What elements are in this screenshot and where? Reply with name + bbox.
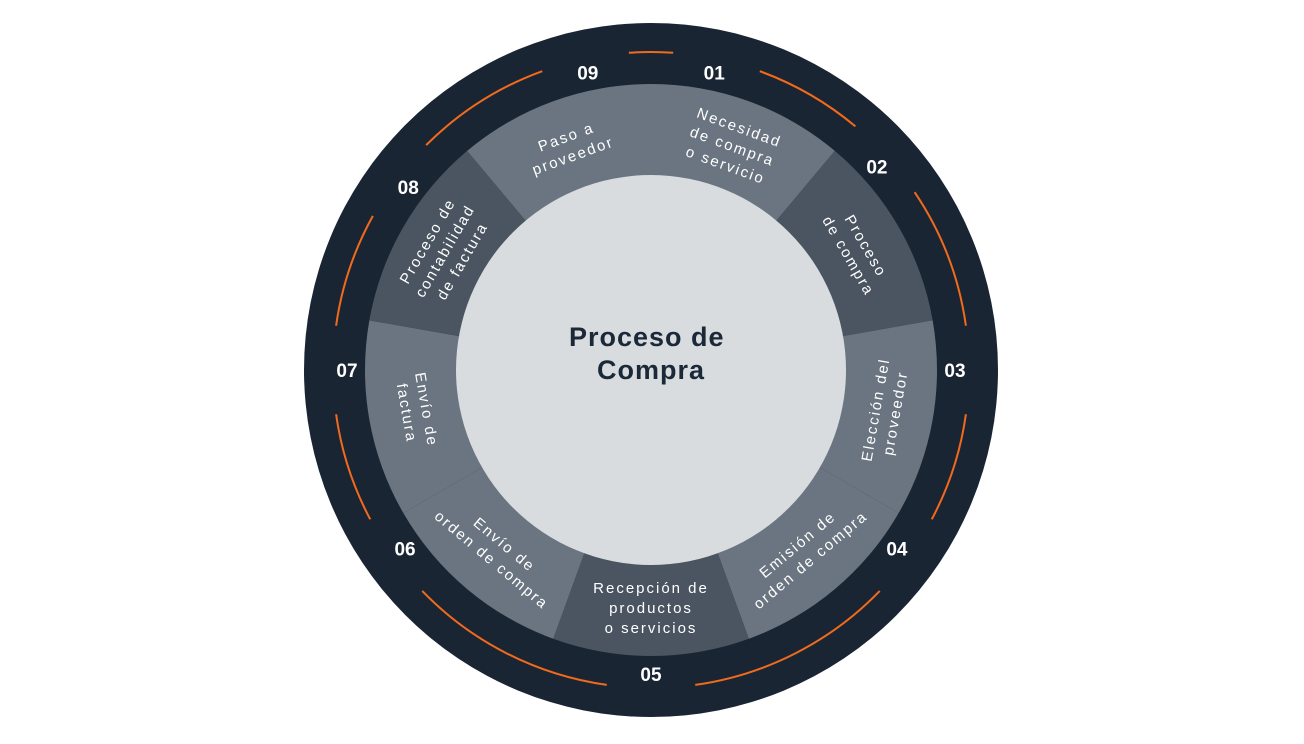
segment-label-line: productos bbox=[609, 600, 693, 617]
segment-09 bbox=[467, 84, 651, 225]
segment-02 bbox=[773, 150, 933, 338]
orange-arc bbox=[759, 70, 857, 128]
orange-arc bbox=[425, 70, 543, 146]
step-number-01: 01 bbox=[704, 64, 726, 85]
step-number-05: 05 bbox=[640, 665, 662, 686]
step-number-07: 07 bbox=[336, 361, 357, 382]
segment-08 bbox=[369, 150, 529, 338]
step-number-04: 04 bbox=[886, 540, 908, 561]
segment-ring bbox=[364, 84, 937, 656]
orange-arc bbox=[335, 215, 374, 326]
segment-04 bbox=[715, 465, 899, 639]
center-title: Proceso de Compra bbox=[569, 322, 733, 385]
center-title-line-1: Proceso de bbox=[569, 322, 725, 352]
orange-arc bbox=[695, 590, 881, 686]
orange-arc bbox=[628, 51, 674, 54]
step-number-02: 02 bbox=[866, 158, 887, 179]
orange-arc bbox=[421, 590, 607, 686]
step-number-08: 08 bbox=[398, 178, 419, 199]
segment-05 bbox=[553, 548, 749, 656]
center-title-line-2: Compra bbox=[597, 355, 705, 385]
segment-06 bbox=[403, 465, 587, 639]
orange-arc bbox=[913, 191, 967, 326]
segment-label-line: Recepción de bbox=[593, 580, 709, 597]
segment-label-05: Recepción de productos o servicios bbox=[593, 580, 709, 637]
step-number-03: 03 bbox=[944, 361, 965, 382]
orange-arc-group bbox=[335, 51, 967, 686]
segment-label-line: o servicios bbox=[605, 620, 698, 637]
step-numbers: 01 02 03 04 05 06 07 08 09 bbox=[336, 64, 965, 686]
step-number-06: 06 bbox=[394, 540, 415, 561]
step-number-09: 09 bbox=[577, 64, 598, 85]
segment-01 bbox=[651, 84, 835, 225]
orange-arc bbox=[335, 414, 372, 520]
orange-arc bbox=[930, 414, 967, 520]
center-circle bbox=[456, 175, 846, 565]
